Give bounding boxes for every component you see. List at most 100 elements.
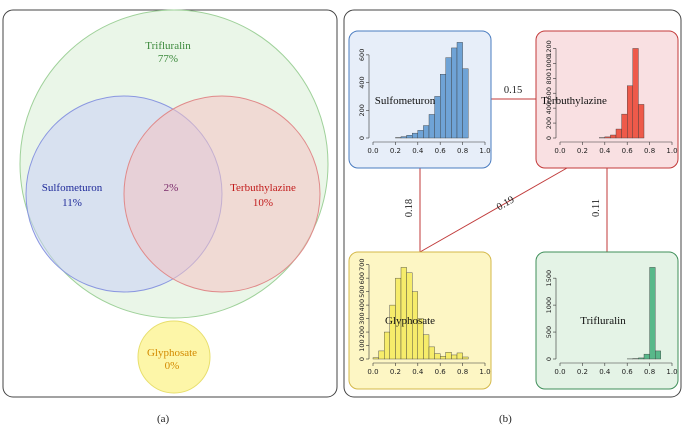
panel-b-frame [343,9,682,398]
histogram-bar [451,354,458,360]
histogram-bar [440,74,447,139]
histogram-bar [638,357,645,360]
glyphosate-value: 0% [165,360,180,372]
x-tick-label: 1.0 [666,368,677,376]
venn-diagram: Trifluralin 77% Sulfometuron 11% Terbuth… [19,9,329,394]
terbuthylazine-value: 10% [253,197,273,209]
x-tick-label: 0.8 [457,368,468,376]
histogram-box [535,251,679,390]
trifluralin-label: Trifluralin [145,40,191,52]
x-tick-label: 0.6 [435,368,447,376]
histogram-bar [456,352,463,360]
histogram-bar [378,350,385,360]
edge-label: 0.11 [591,199,602,217]
sulfometuron-title: Sulfometuron [375,95,436,107]
x-tick-label: 0.4 [412,147,424,155]
histogram-bar [627,85,634,139]
y-tick-label: 0 [545,136,553,140]
x-tick-label: 0.2 [577,147,588,155]
x-tick-label: 0.2 [390,147,401,155]
x-tick-label: 1.0 [479,147,490,155]
edge-label: 0.18 [404,199,415,217]
histogram-bar [406,135,413,139]
y-tick-label: 400 [358,76,366,88]
histogram-bar [434,96,441,139]
x-tick-label: 0.0 [367,368,378,376]
histogram-bar [445,352,452,360]
sulfometuron-value: 11% [62,197,82,209]
terbuthylazine-circle [123,95,321,293]
y-tick-label: 600 [358,272,366,284]
histogram-bar [423,125,430,139]
histogram-bar [649,267,656,360]
histogram-bar [621,113,628,139]
x-tick-label: 0.4 [599,368,611,376]
y-tick-label: 1000 [545,297,553,314]
x-tick-label: 0.0 [554,368,565,376]
y-tick-label: 200 [358,104,366,116]
y-tick-label: 500 [358,285,366,297]
histogram-bar [384,331,391,360]
trifluralin-title: Trifluralin [580,315,626,327]
panel-b-caption: (b) [499,413,512,425]
x-tick-label: 0.0 [554,147,565,155]
histogram-bar [412,132,419,139]
x-tick-label: 1.0 [666,147,677,155]
y-tick-label: 600 [545,87,553,99]
histogram-bar [417,130,424,139]
x-tick-label: 0.6 [622,147,634,155]
x-tick-label: 0.6 [622,368,634,376]
histogram-bar [643,353,650,360]
histogram-bar [462,68,469,139]
terbuthylazine-label: Terbuthylazine [230,182,296,194]
y-tick-label: 0 [358,357,366,361]
x-tick-label: 0.4 [599,147,611,155]
histogram-bar [440,356,447,360]
histogram-bar [615,128,622,139]
histogram-bar [632,48,639,139]
histogram-bar [428,346,435,360]
histogram-bar [638,104,645,139]
y-tick-label: 1500 [545,270,553,287]
overlap-value: 2% [164,182,179,194]
trifluralin-value: 77% [158,53,178,65]
y-tick-label: 400 [358,299,366,311]
edge-label: 0.19 [495,194,516,213]
y-tick-label: 100 [358,339,366,351]
x-tick-label: 0.6 [435,147,447,155]
histogram-bar [445,57,452,139]
glyphosate-title: Glyphosate [385,315,435,327]
edge-label: 0.15 [504,85,522,96]
network-edges: 0.15 0.18 0.19 0.11 [404,85,608,253]
histogram-bar [400,136,407,139]
sulfometuron-label: Sulfometuron [42,182,103,194]
histogram-bar [389,304,396,360]
x-tick-label: 1.0 [479,368,490,376]
y-tick-label: 500 [545,326,553,338]
histogram-bar [372,357,379,360]
x-tick-label: 0.8 [457,147,468,155]
y-tick-label: 200 [545,117,553,129]
terbuthylazine-title: Terbuthylazine [541,95,607,107]
y-tick-label: 800 [545,72,553,84]
histogram-bar [451,47,458,139]
x-tick-label: 0.4 [412,368,424,376]
histogram-bar [434,353,441,360]
histogram-bar [423,334,430,360]
y-tick-label: 700 [358,258,366,270]
histogram-bar [462,356,469,360]
glyphosate-circle [137,320,211,394]
histogram-bar [428,114,435,139]
y-tick-label: 0 [545,357,553,361]
x-tick-label: 0.2 [577,368,588,376]
y-tick-label: 1000 [545,55,553,72]
panel-a-caption: (a) [157,413,170,425]
y-tick-label: 600 [358,49,366,61]
y-tick-label: 1200 [545,40,553,57]
